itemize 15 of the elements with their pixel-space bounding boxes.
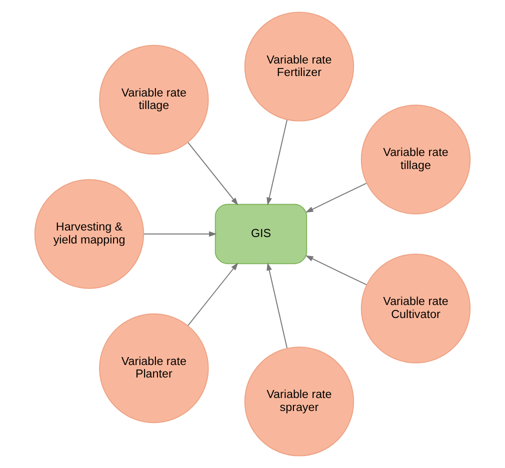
arrow xyxy=(266,262,288,348)
arrow xyxy=(188,262,238,326)
arrow xyxy=(305,255,367,286)
arrow xyxy=(144,231,217,237)
node-circle: Harvesting & yield mapping xyxy=(34,179,144,289)
arrow xyxy=(266,120,288,206)
arrow xyxy=(188,142,238,206)
node-circle: Variable rate tillage xyxy=(360,104,471,214)
node-circle: Variable rate Planter xyxy=(99,313,209,424)
node-circle: Variable rate tillage xyxy=(99,44,209,155)
node-circle: Variable rate Fertilizer xyxy=(244,12,354,122)
node-box: GIS xyxy=(214,204,308,264)
arrow xyxy=(305,182,367,213)
node-circle: Variable rate Cultivator xyxy=(360,254,471,364)
node-circle: Variable rate sprayer xyxy=(244,346,354,456)
